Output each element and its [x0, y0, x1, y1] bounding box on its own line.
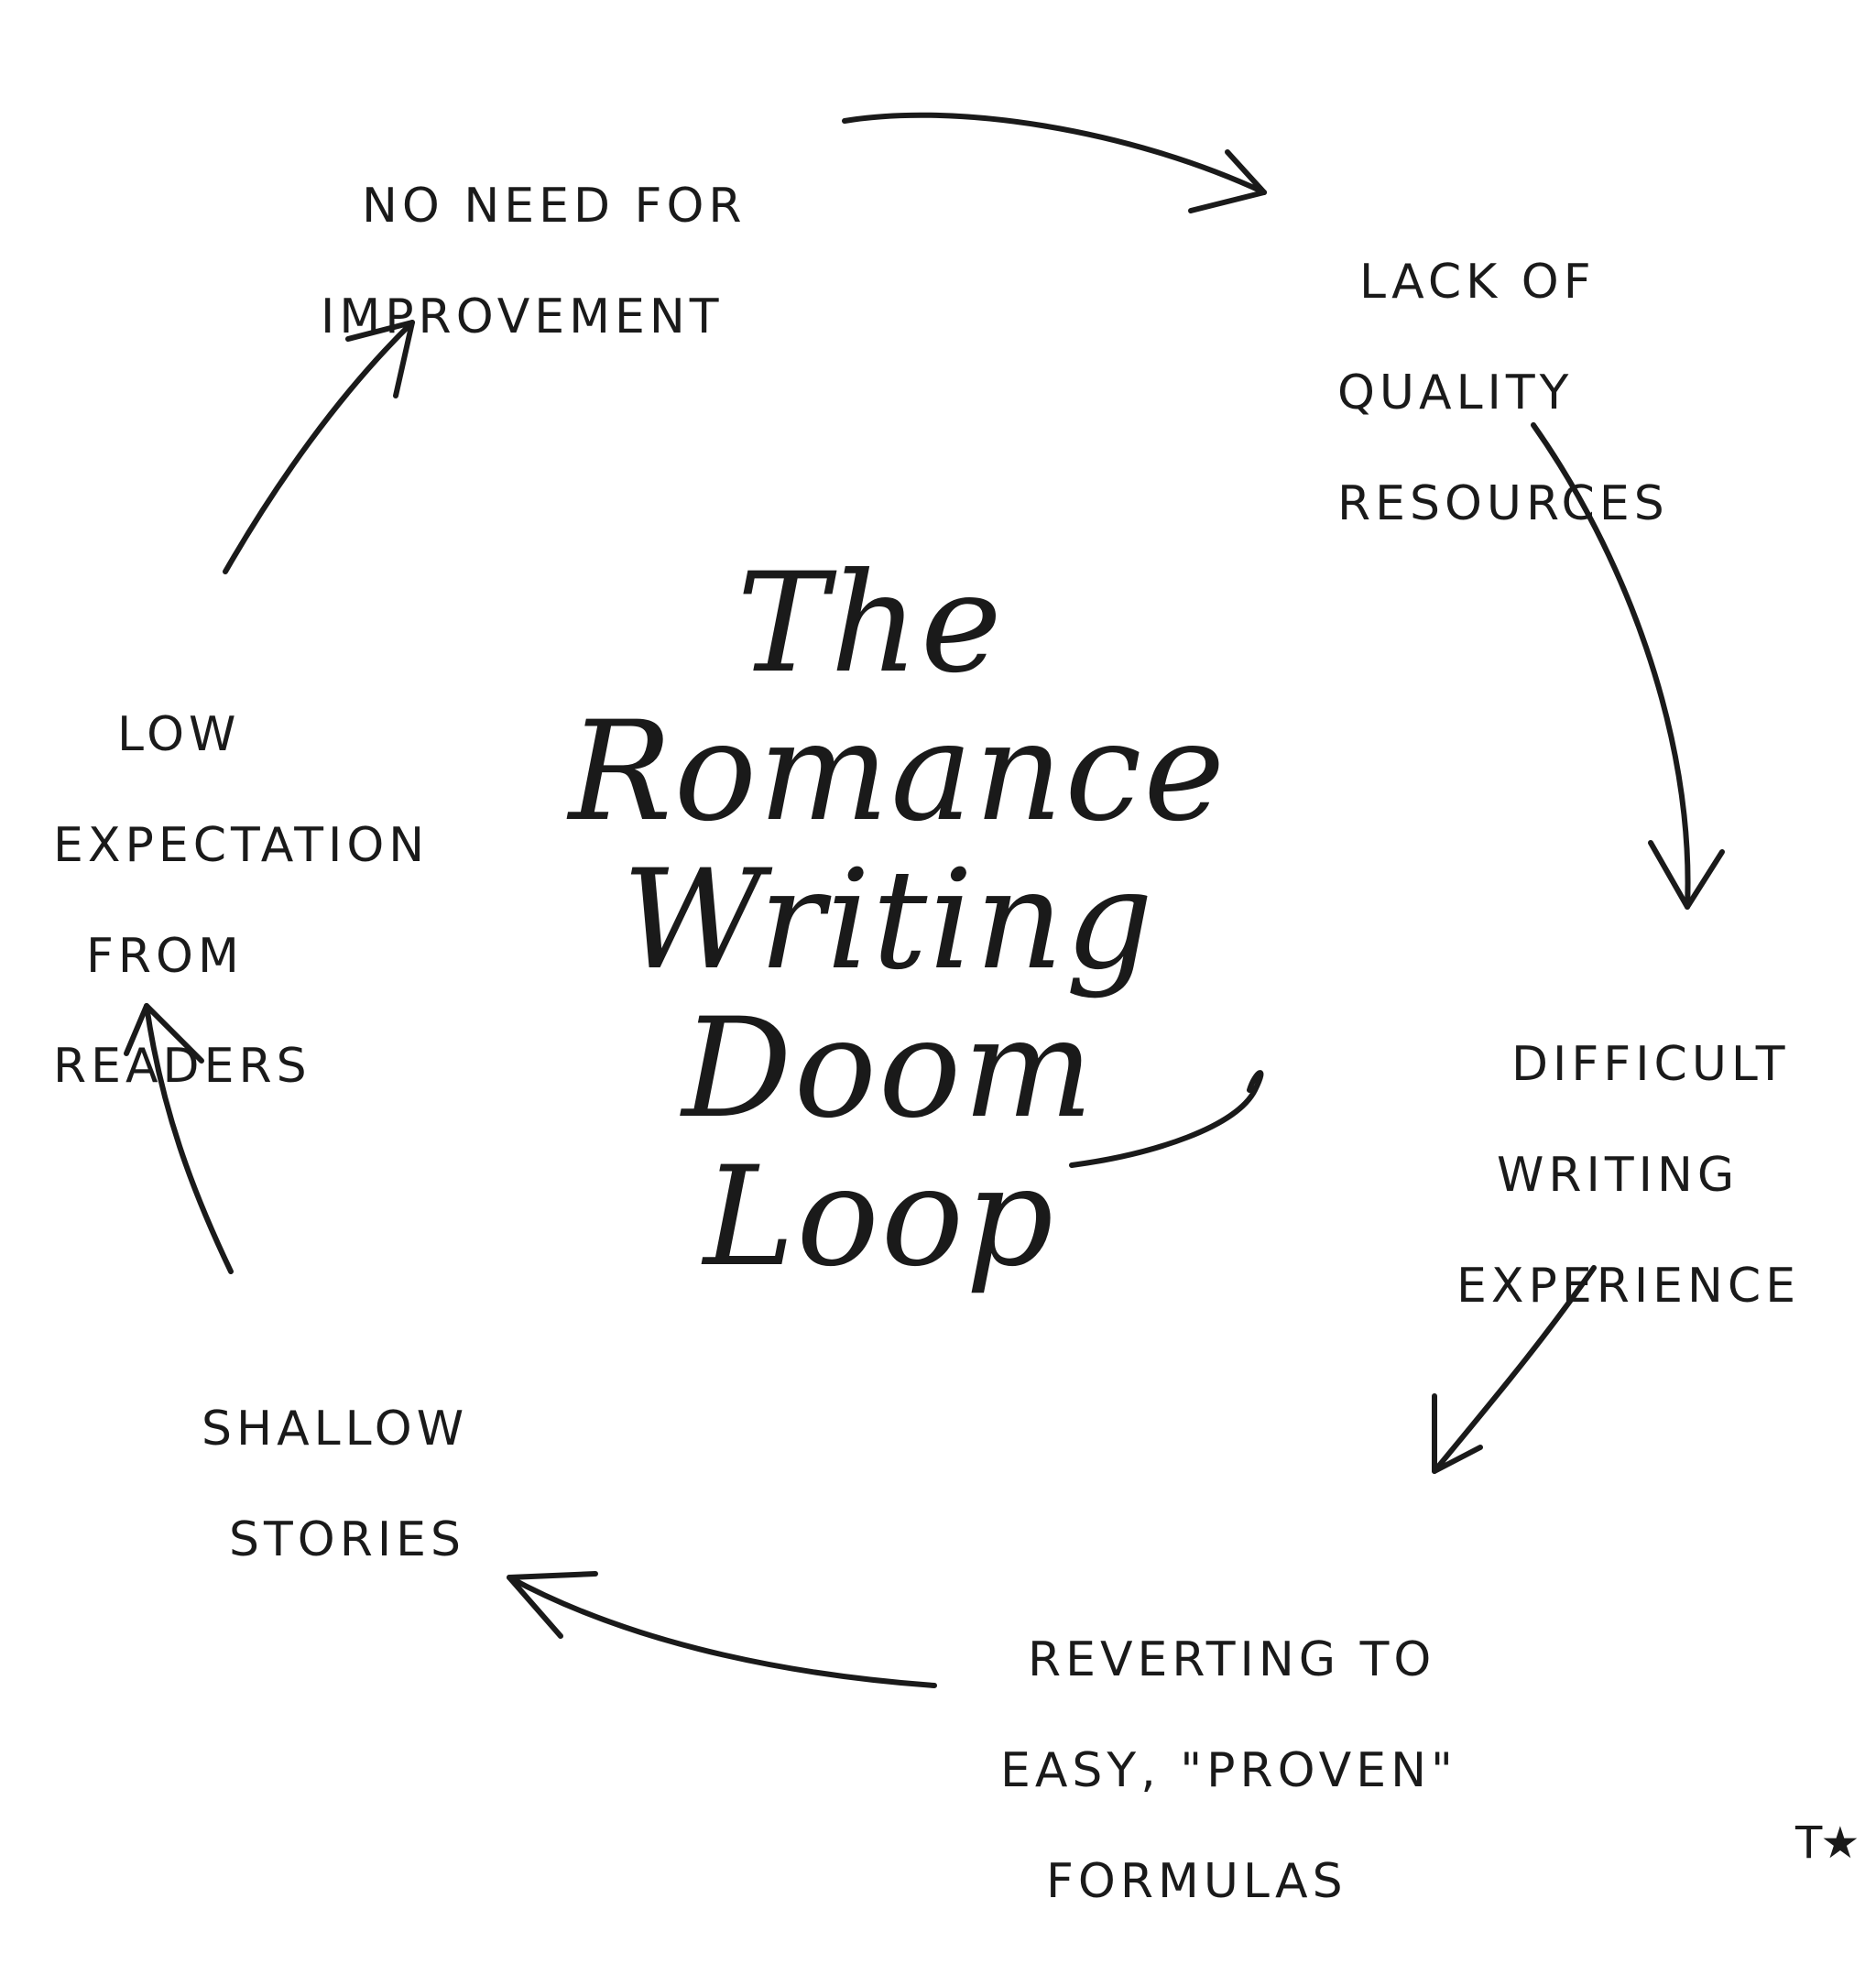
arrow-reverting-to-shallow [507, 1575, 937, 1688]
arrowhead-shallow-to-low [124, 1003, 204, 1064]
arrowhead-difficult-to-reverting [1432, 1393, 1483, 1474]
node-reverting-line-2: EASY, "PROVEN" [1000, 1742, 1457, 1798]
diagram-title: The Romance Writing Doom Loop [513, 550, 1301, 1292]
title-line-loop: Loop [703, 1138, 1056, 1297]
node-no-need-line-1: NO NEED FOR [362, 179, 747, 235]
node-lack-line-1: LACK OF [1359, 255, 1596, 311]
node-low-expectation-from-readers: LOW EXPECTATION FROM READERS [53, 652, 429, 1150]
node-low-line-2: EXPECTATION [53, 817, 430, 873]
arrow-lack-to-difficult [1531, 422, 1691, 910]
arrow-shallow-to-low [144, 1003, 234, 1274]
node-difficult-line-2: WRITING [1497, 1147, 1740, 1203]
loop-arrows [124, 112, 1725, 1688]
node-shallow-stories: SHALLOW STORIES [202, 1347, 468, 1623]
title-flourish [1069, 1070, 1264, 1168]
title-line-writing: Writing [622, 841, 1155, 1000]
arrow-no-need-to-lack [842, 112, 1267, 195]
title-line-doom: Doom [682, 989, 1096, 1149]
arrow-low-to-no-need [223, 320, 415, 574]
node-reverting-line-3: FORMULAS [1046, 1853, 1347, 1909]
node-low-line-1: LOW [117, 707, 241, 763]
node-shallow-line-2: STORIES [229, 1511, 466, 1567]
node-reverting-to-formulas: REVERTING TO EASY, "PROVEN" FORMULAS [1000, 1577, 1457, 1964]
title-line-the: The [736, 544, 1004, 704]
node-difficult-line-3: EXPERIENCE [1456, 1258, 1801, 1314]
node-lack-line-2: QUALITY [1337, 365, 1574, 420]
node-difficult-writing-experience: DIFFICULT WRITING EXPERIENCE [1456, 982, 1800, 1369]
arrowhead-lack-to-difficult [1648, 840, 1725, 910]
node-lack-line-3: RESOURCES [1337, 475, 1669, 531]
arrow-difficult-to-reverting [1432, 1265, 1597, 1474]
node-reverting-line-1: REVERTING TO [1028, 1632, 1436, 1688]
node-shallow-line-1: SHALLOW [202, 1402, 469, 1457]
node-no-need-line-2: IMPROVEMENT [321, 289, 724, 344]
title-line-romance: Romance [568, 693, 1227, 852]
diagram-canvas: The Romance Writing Doom Loop NO NEED FO… [53, 112, 1860, 1909]
arrowhead-reverting-to-shallow [507, 1571, 598, 1639]
artist-signature: T★ [1795, 1817, 1860, 1869]
arrowhead-low-to-no-need [345, 320, 415, 398]
node-low-line-4: READERS [53, 1039, 311, 1095]
node-low-line-3: FROM [86, 928, 244, 984]
node-no-need-for-improvement: NO NEED FOR IMPROVEMENT [321, 124, 747, 400]
arrowhead-no-need-to-lack [1188, 149, 1267, 213]
node-lack-of-quality-resources: LACK OF QUALITY RESOURCES [1337, 200, 1669, 586]
node-difficult-line-1: DIFFICULT [1511, 1037, 1790, 1093]
